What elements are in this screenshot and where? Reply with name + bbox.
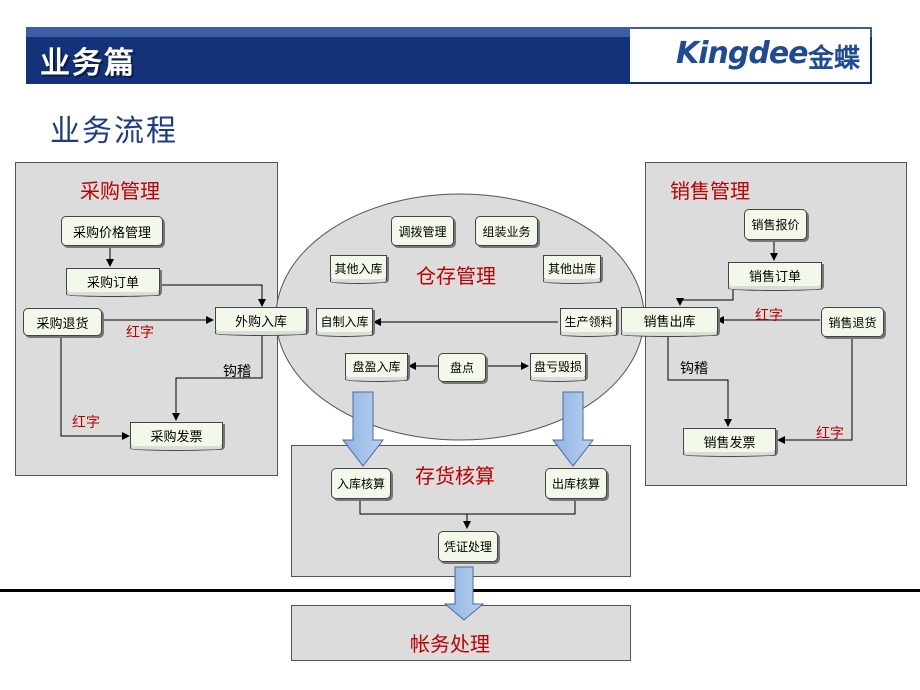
self-made-inbound-node[interactable]: 自制入库 <box>316 308 373 337</box>
assembly-node[interactable]: 组装业务 <box>475 216 538 246</box>
finance-panel-title: 帐务处理 <box>410 632 490 656</box>
other-inbound-node[interactable]: 其他入库 <box>330 255 387 284</box>
sales-red-label-1: 红字 <box>755 308 783 324</box>
kingdee-logo: Kingdee <box>676 36 809 71</box>
sales-hook-label: 钩稽 <box>680 361 708 377</box>
warehouse-title: 仓存管理 <box>416 264 496 288</box>
inventory-loss-node[interactable]: 盘亏毁损 <box>530 353 586 382</box>
page-title: 业务流程 <box>50 114 178 149</box>
sales-panel-title: 销售管理 <box>670 179 750 203</box>
purchase-invoice-node[interactable]: 采购发票 <box>130 422 223 451</box>
header-highlight-band <box>26 27 872 37</box>
other-outbound-node[interactable]: 其他出库 <box>543 255 601 284</box>
transfer-mgmt-node[interactable]: 调拨管理 <box>391 216 454 246</box>
header-title: 业务篇 <box>40 46 136 81</box>
production-pick-node[interactable]: 生产领料 <box>560 308 617 337</box>
kingdee-logo-cn: 金蝶 <box>808 44 861 74</box>
purchase-hook-label: 钩稽 <box>223 364 251 380</box>
inventory-panel-title: 存货核算 <box>415 464 495 488</box>
purchase-panel-title: 采购管理 <box>80 179 160 203</box>
sales-return-node[interactable]: 销售退货 <box>821 307 884 337</box>
sales-order-node[interactable]: 销售订单 <box>728 262 822 291</box>
sales-red-label-2: 红字 <box>816 426 844 442</box>
voucher-processing-node[interactable]: 凭证处理 <box>438 531 498 562</box>
purchase-price-mgmt-node[interactable]: 采购价格管理 <box>61 216 163 246</box>
purchase-red-label-2: 红字 <box>72 415 100 431</box>
purchase-return-node[interactable]: 采购退货 <box>23 308 102 336</box>
purchase-order-node[interactable]: 采购订单 <box>66 268 160 297</box>
sales-invoice-node[interactable]: 销售发票 <box>683 428 776 457</box>
surplus-inbound-node[interactable]: 盘盈入库 <box>345 353 408 382</box>
stock-count-node[interactable]: 盘点 <box>438 353 486 382</box>
purchase-red-label-1: 红字 <box>126 325 154 341</box>
sales-quote-node[interactable]: 销售报价 <box>744 209 807 240</box>
logo-container <box>630 29 870 82</box>
purchase-inbound-node[interactable]: 外购入库 <box>215 307 307 336</box>
inbound-calc-node[interactable]: 入库核算 <box>331 468 391 499</box>
outbound-calc-node[interactable]: 出库核算 <box>545 468 607 499</box>
sales-outbound-node[interactable]: 销售出库 <box>621 307 718 337</box>
